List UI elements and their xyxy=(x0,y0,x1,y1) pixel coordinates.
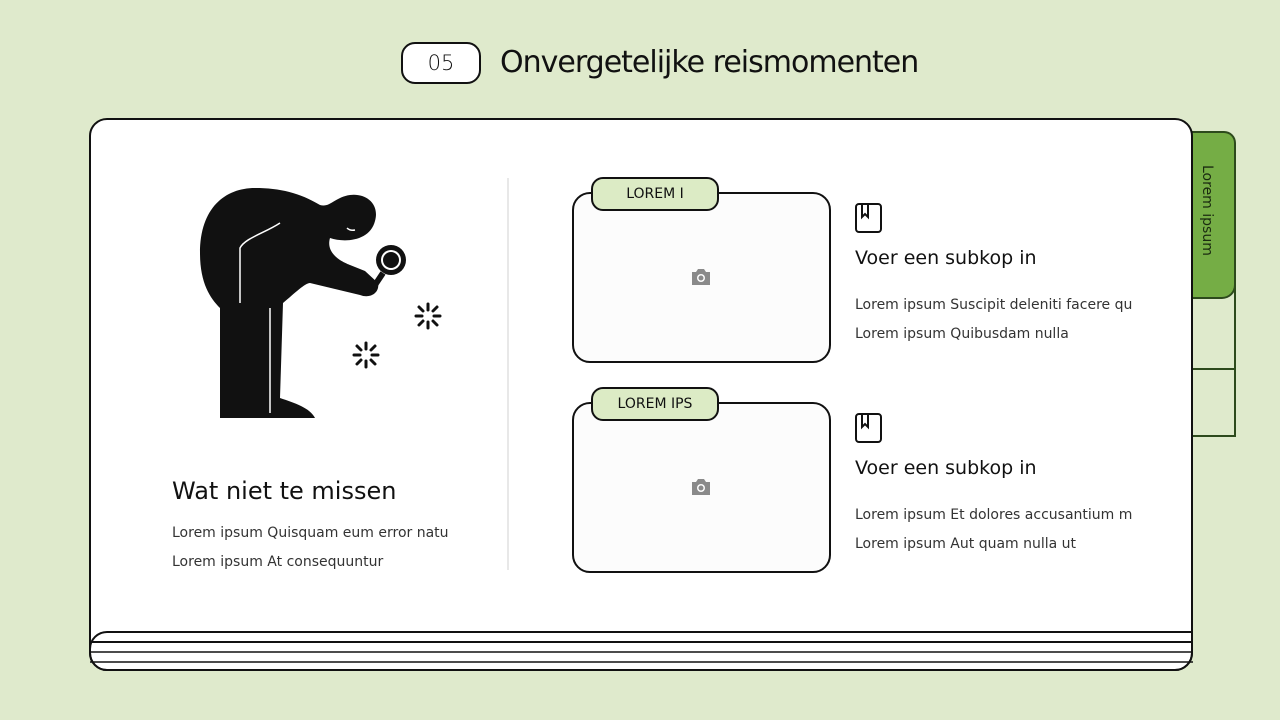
side-tab-label: Lorem ipsum xyxy=(1199,165,1215,256)
body-text: Lorem ipsum At consequuntur xyxy=(172,554,384,570)
body-text: Lorem ipsum Quisquam eum error natu xyxy=(172,525,449,541)
sparkle-icon xyxy=(352,341,380,369)
bookmark-book-icon xyxy=(855,203,882,233)
section-number-badge: 05 xyxy=(401,42,481,84)
page-lines-decoration xyxy=(89,631,1193,671)
sparkle-icon xyxy=(414,302,442,330)
person-magnifier-illustration xyxy=(200,188,406,418)
camera-icon[interactable] xyxy=(690,478,712,496)
page-title: Onvergetelijke reismomenten xyxy=(500,45,919,80)
body-text: Lorem ipsum Suscipit deleniti facere qu xyxy=(855,297,1133,313)
bookmark-book-icon xyxy=(855,413,882,443)
subheading: Voer een subkop in xyxy=(855,247,1037,269)
card-tab-label: LOREM I xyxy=(591,177,719,211)
subheading: Voer een subkop in xyxy=(855,457,1037,479)
body-text: Lorem ipsum Et dolores accusantium m xyxy=(855,507,1133,523)
body-text: Lorem ipsum Aut quam nulla ut xyxy=(855,536,1077,552)
notebook-pages xyxy=(89,631,1193,671)
card-tab-label: LOREM IPS xyxy=(591,387,719,421)
section-heading: Wat niet te missen xyxy=(172,477,397,505)
camera-icon[interactable] xyxy=(690,268,712,286)
side-tab-active[interactable] xyxy=(1192,131,1236,299)
body-text: Lorem ipsum Quibusdam nulla xyxy=(855,326,1069,342)
vertical-divider xyxy=(507,178,509,570)
